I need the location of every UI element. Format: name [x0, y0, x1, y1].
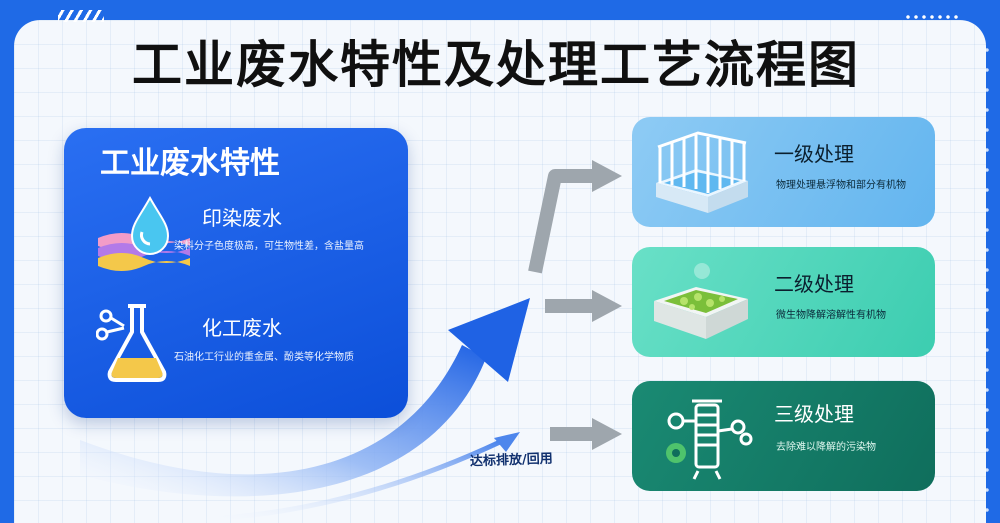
decorative-dots-top: [904, 14, 960, 20]
wastewater-characteristics-card: 工业废水特性 印染废水 染料分子色度极高，可生物性差，含盐量高 化工废水 石油化…: [64, 128, 408, 418]
dye-wastewater-desc: 染料分子色度极高，可生物性差，含盐量高: [174, 241, 364, 252]
secondary-treatment-title: 二级处理: [774, 272, 854, 296]
secondary-treatment-desc: 微生物降解溶解性有机物: [776, 310, 886, 321]
dye-wastewater-name: 印染废水: [202, 206, 282, 230]
decorative-dots-side: [984, 40, 990, 520]
arrow-to-stage3: [550, 418, 622, 450]
primary-treatment-card: 一级处理 物理处理悬浮物和部分有机物: [632, 117, 935, 227]
secondary-treatment-card: 二级处理 微生物降解溶解性有机物: [632, 247, 935, 357]
chemical-flask-icon: [96, 304, 167, 382]
primary-treatment-title: 一级处理: [774, 142, 854, 166]
chemical-wastewater-name: 化工废水: [202, 316, 282, 340]
advanced-treatment-icon: [666, 399, 753, 480]
sedimentation-tank-icon: [656, 131, 748, 213]
primary-treatment-desc: 物理处理悬浮物和部分有机物: [776, 180, 906, 191]
arrow-to-stage1: [528, 160, 622, 274]
discharge-label: 达标排放/回用: [469, 451, 553, 470]
tertiary-treatment-card: 三级处理 去除难以降解的污染物: [632, 381, 935, 491]
characteristics-title: 工业废水特性: [100, 146, 280, 181]
decorative-stripes: [58, 10, 104, 22]
biological-tank-icon: [654, 263, 748, 339]
discharge-flow-arrow: [169, 432, 520, 523]
main-flow-arrow: [80, 298, 530, 497]
arrow-to-stage2: [545, 290, 622, 322]
tertiary-treatment-desc: 去除难以降解的污染物: [776, 442, 876, 453]
chemical-wastewater-desc: 石油化工行业的重金属、酚类等化学物质: [174, 352, 354, 363]
page-title: 工业废水特性及处理工艺流程图: [132, 36, 860, 94]
dye-wastewater-icon: [98, 195, 190, 271]
tertiary-treatment-title: 三级处理: [774, 402, 854, 426]
